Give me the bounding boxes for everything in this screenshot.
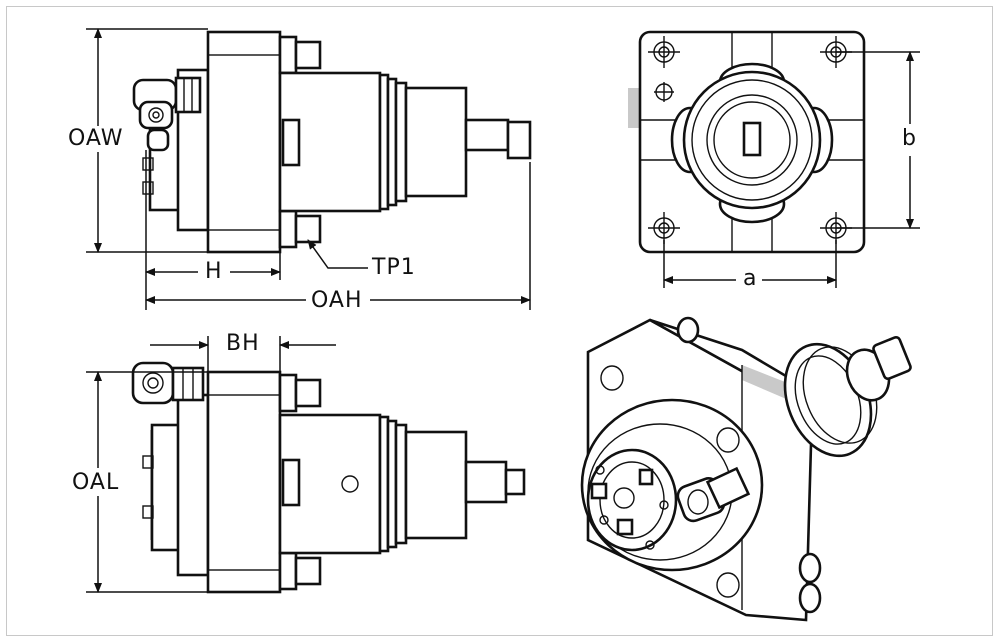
oah-dimension-label: OAH [311, 288, 363, 313]
side-view-bottom [131, 361, 526, 594]
tp1-dimension-label: TP1 [372, 255, 416, 280]
oal-dimension-label: OAL [72, 470, 120, 495]
isometric-view [580, 316, 912, 622]
a-dimension-label: a [743, 266, 758, 291]
side-view-top [132, 30, 532, 254]
drawing-frame [6, 6, 993, 636]
h-dimension-label: H [205, 259, 223, 284]
front-view [628, 30, 866, 254]
oaw-dimension-label: OAW [68, 126, 124, 151]
dimension-lines [86, 28, 920, 593]
b-dimension-label: b [902, 126, 917, 151]
bh-dimension-label: BH [226, 331, 260, 356]
